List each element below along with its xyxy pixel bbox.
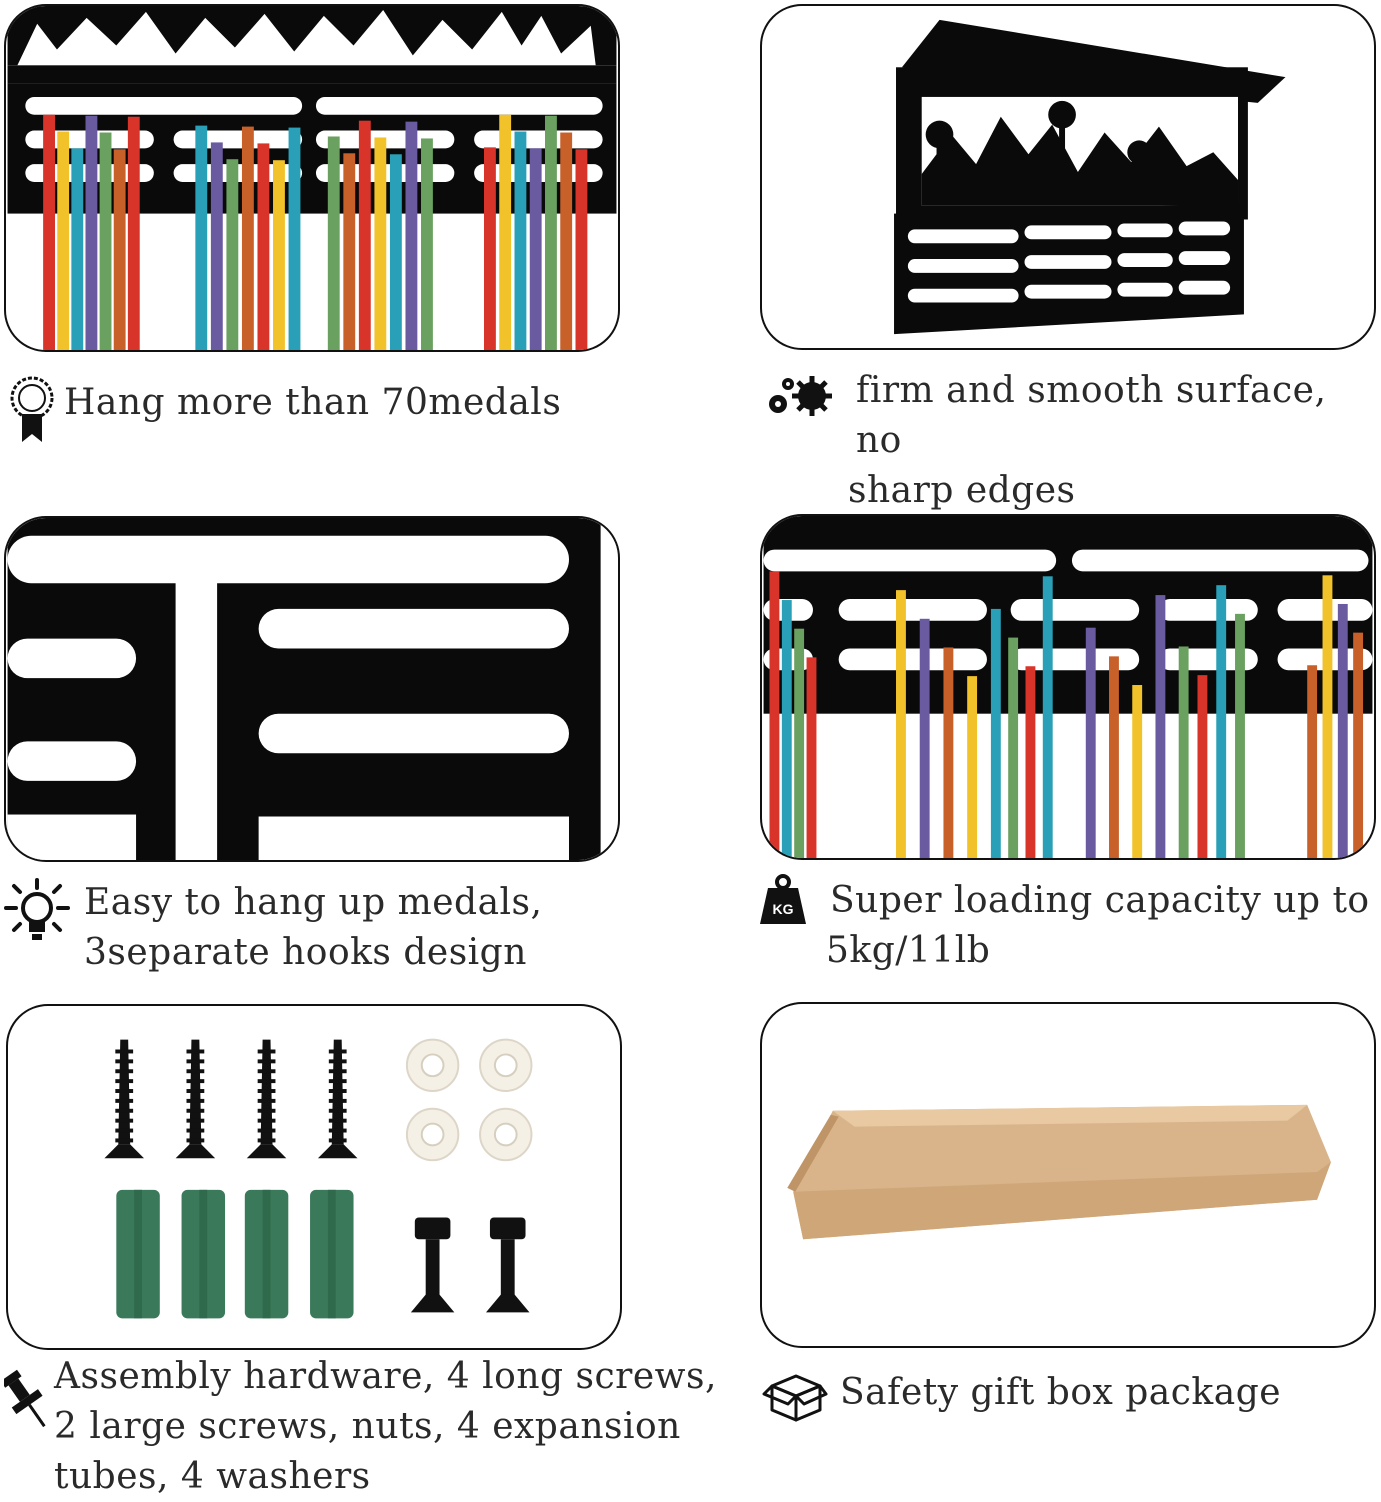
caption-line: tubes, 4 washers (54, 1456, 371, 1497)
product-image-medal-rack-with-ribbons (4, 4, 620, 352)
gift-box-icon (762, 1370, 828, 1422)
washer-part (405, 1038, 460, 1092)
expansion-tube-part (244, 1189, 289, 1319)
ribbon-strip (1155, 595, 1166, 858)
lightbulb-icon (2, 878, 72, 948)
feature-caption-hang: Hang more than 70medals (64, 378, 561, 428)
pushpin-icon (4, 1366, 48, 1434)
ribbon-strip (1337, 603, 1348, 858)
ribbon-strip (919, 618, 930, 858)
caption-line: Super loading capacity up to (830, 880, 1370, 921)
ribbon-strip (484, 147, 496, 350)
washer-part (479, 1038, 533, 1092)
ribbon-strip (1042, 576, 1053, 858)
ribbon-strip (389, 154, 402, 350)
ribbon-strip (57, 131, 70, 350)
caption-line: sharp edges (848, 470, 1076, 511)
ribbon-strip (226, 159, 239, 350)
product-image-ribbons-closeup (760, 514, 1376, 860)
ribbon-strip (421, 138, 433, 350)
washer-part (405, 1107, 460, 1162)
weight-kg-label: KG (773, 901, 794, 917)
bolt-part (410, 1217, 455, 1313)
ribbon-strip (943, 647, 954, 858)
ribbon-strip (806, 657, 817, 858)
ribbon-strip (896, 590, 906, 858)
medal-ribbon-icon (8, 374, 56, 444)
ribbon-strip (288, 127, 301, 350)
ribbon-strip (1109, 656, 1119, 858)
ribbon-strip (794, 628, 805, 858)
caption-line: firm and smooth surface, no (856, 370, 1327, 461)
product-image-hardware-kit (6, 1004, 622, 1350)
ribbon-strip (327, 136, 340, 350)
ribbon-strip (1085, 627, 1096, 858)
ribbon-strip (405, 121, 418, 350)
ribbon-strip (1132, 685, 1143, 858)
caption-line: Assembly hardware, 4 long screws, (54, 1356, 717, 1397)
ribbon-strip (545, 115, 557, 350)
ribbon-strip (1025, 666, 1036, 858)
product-image-hooks-closeup (4, 516, 620, 862)
washer-part (479, 1107, 533, 1162)
ribbon-strip (1178, 646, 1189, 858)
caption-line: Easy to hang up medals, (84, 882, 543, 923)
ribbon-strip (1197, 675, 1208, 858)
ribbon-strip (195, 125, 208, 350)
ribbon-strip (990, 608, 1001, 858)
expansion-tube-part (310, 1189, 354, 1319)
ribbon-strip (514, 131, 527, 350)
feature-caption-package: Safety gift box package (840, 1368, 1281, 1418)
feature-caption-hardware: Assembly hardware, 4 long screws, 2 larg… (54, 1352, 717, 1502)
product-image-rack-with-shelf (760, 4, 1376, 350)
ribbon-strip (1008, 637, 1019, 858)
feature-caption-surface: firm and smooth surface, no sharp edges (848, 366, 1381, 516)
ribbon-strip (529, 148, 542, 350)
ribbon-strip (99, 132, 112, 350)
product-image-gift-box (760, 1002, 1376, 1348)
screw-part (246, 1039, 287, 1159)
feature-caption-hooks: Easy to hang up medals, 3separate hooks … (84, 878, 542, 978)
ribbon-strip (343, 153, 356, 350)
ribbon-strip (374, 137, 387, 350)
ribbon-strip (1322, 575, 1333, 858)
ribbon-strip (71, 148, 84, 350)
ribbon-strip (127, 116, 140, 350)
screw-part (175, 1039, 216, 1159)
ribbon-strip (85, 115, 98, 350)
weight-kg-icon: KG (760, 874, 806, 924)
ribbon-strip (499, 114, 512, 350)
ribbon-strip (257, 143, 270, 350)
bolt-part (485, 1217, 530, 1313)
ribbon-strip (113, 149, 126, 350)
ribbon-strip (781, 600, 792, 858)
ribbon-strip (560, 132, 573, 350)
caption-line: 5kg/11lb (826, 930, 991, 971)
gears-icon (758, 374, 834, 418)
ribbon-strip (1235, 613, 1245, 858)
ribbon-strip (1216, 585, 1227, 858)
expansion-tube-part (181, 1189, 226, 1319)
ribbon-strip (967, 676, 978, 858)
screw-part (317, 1039, 358, 1159)
expansion-tube-part (116, 1189, 160, 1319)
ribbon-strip (1307, 665, 1318, 858)
feature-caption-capacity: Super loading capacity up to 5kg/11lb (826, 876, 1370, 976)
screw-part (104, 1039, 144, 1159)
caption-line: 2 large screws, nuts, 4 expansion (54, 1406, 681, 1447)
ribbon-strip (575, 149, 588, 350)
ribbon-strip (769, 571, 780, 858)
caption-line: Hang more than 70medals (64, 382, 562, 423)
ribbon-strip (43, 114, 55, 350)
ribbon-strip (358, 120, 371, 350)
caption-line: 3separate hooks design (84, 932, 527, 973)
ribbon-strip (1353, 632, 1364, 858)
caption-line: Safety gift box package (840, 1372, 1282, 1413)
ribbon-strip (210, 142, 223, 350)
ribbon-strip (273, 160, 285, 350)
ribbon-strip (241, 126, 254, 350)
